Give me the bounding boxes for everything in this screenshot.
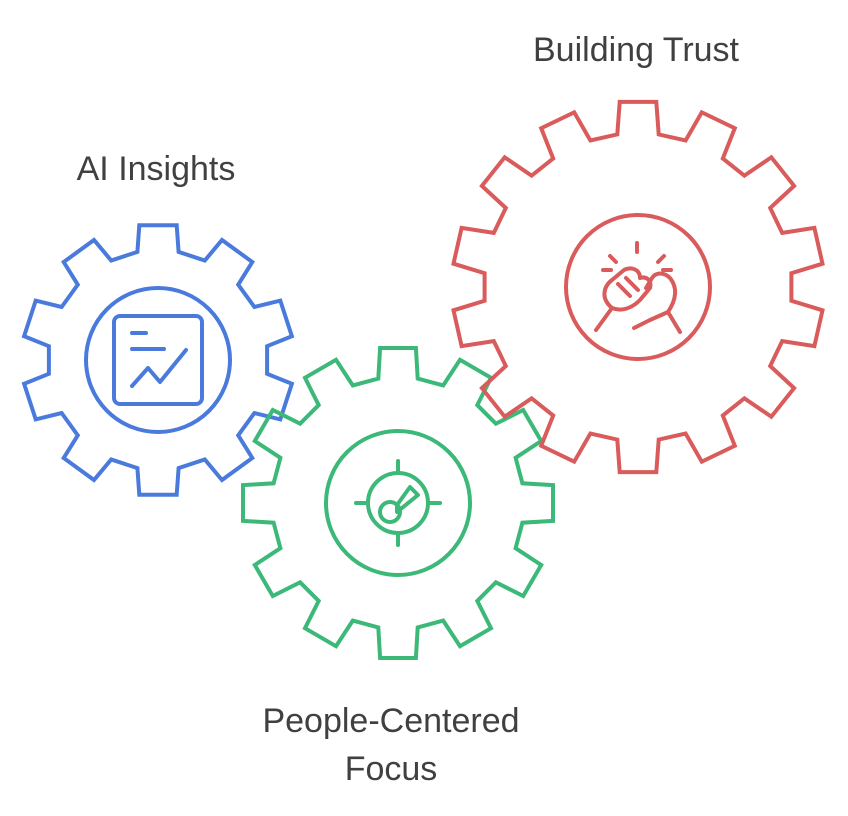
people-centered-focus-label-line-2: Focus <box>345 750 438 788</box>
building-trust-inner-circle <box>564 213 712 361</box>
ai-insights-gear <box>21 223 295 497</box>
ai-insights-inner-circle <box>84 286 232 434</box>
handshake-icon <box>594 241 682 334</box>
building-trust-gear <box>451 99 825 475</box>
ai-insights-label: AI Insights <box>77 150 236 188</box>
people-centered-focus-gear <box>241 346 555 660</box>
chart-icon <box>112 314 204 406</box>
people-centered-focus-inner-circle <box>324 429 472 577</box>
building-trust-label: Building Trust <box>533 31 740 69</box>
people-centered-focus-label-line-1: People-Centered <box>262 702 519 740</box>
target-icon <box>354 459 442 547</box>
